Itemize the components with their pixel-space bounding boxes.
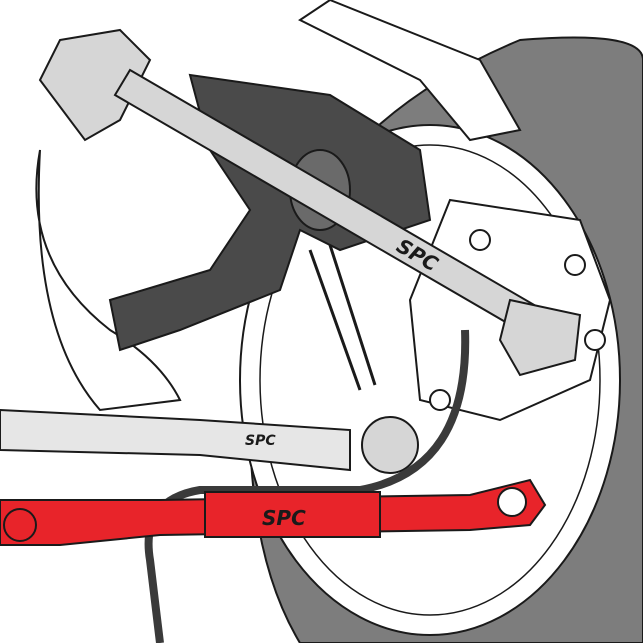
dark-control-arm [108,73,432,352]
toe-link: SPC [0,408,419,474]
logo-lower-arm: SPC [262,506,306,530]
background-body [35,149,182,412]
lower-control-arm-red: SPC [0,478,547,546]
upper-camber-arm: SPC [38,28,582,377]
sway-bar-link [308,244,377,391]
logo-toe-link: SPC [245,433,276,449]
